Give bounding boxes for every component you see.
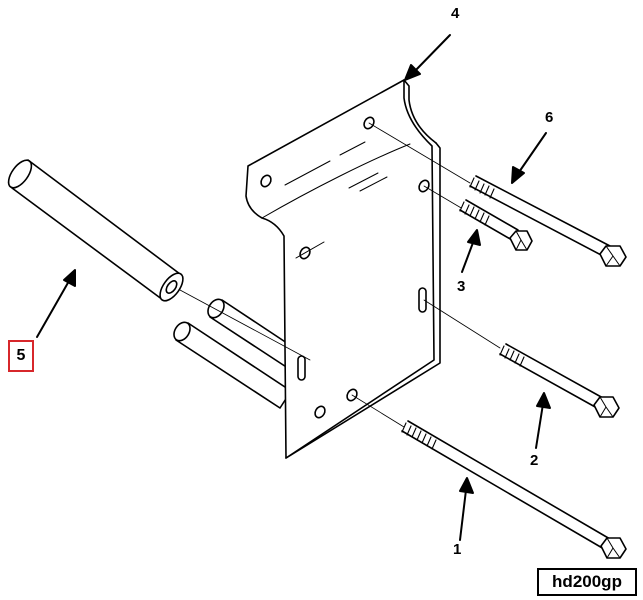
spacer-part-5 (7, 159, 184, 302)
callout-1-label: 1 (453, 541, 462, 558)
bolt-part-6 (469, 175, 627, 267)
callout-2-label: 2 (530, 452, 539, 469)
arrow-callout-4 (404, 34, 451, 81)
callout-5-label: 5 (16, 347, 26, 364)
spacer-rear-lower (173, 321, 292, 409)
arrow-callout-3 (461, 229, 481, 273)
arrow-callout-6 (511, 132, 547, 184)
mounting-plate (245, 79, 441, 459)
arrow-callout-2 (535, 392, 551, 449)
drawing-id-tag: hd200gp (537, 568, 637, 596)
arrow-callout-5 (36, 269, 76, 338)
bolt-part-1 (401, 420, 627, 559)
arrow-callout-1 (459, 477, 474, 541)
callout-6-label: 6 (545, 109, 554, 126)
bolt-part-3 (459, 199, 533, 251)
leader-arrows (36, 34, 551, 541)
callout-4-label: 4 (451, 5, 460, 22)
assembly-centerlines (179, 122, 501, 428)
bolt-part-2 (499, 343, 620, 418)
callout-5-highlight-box: 5 (8, 340, 34, 372)
callout-3-label: 3 (457, 278, 466, 295)
